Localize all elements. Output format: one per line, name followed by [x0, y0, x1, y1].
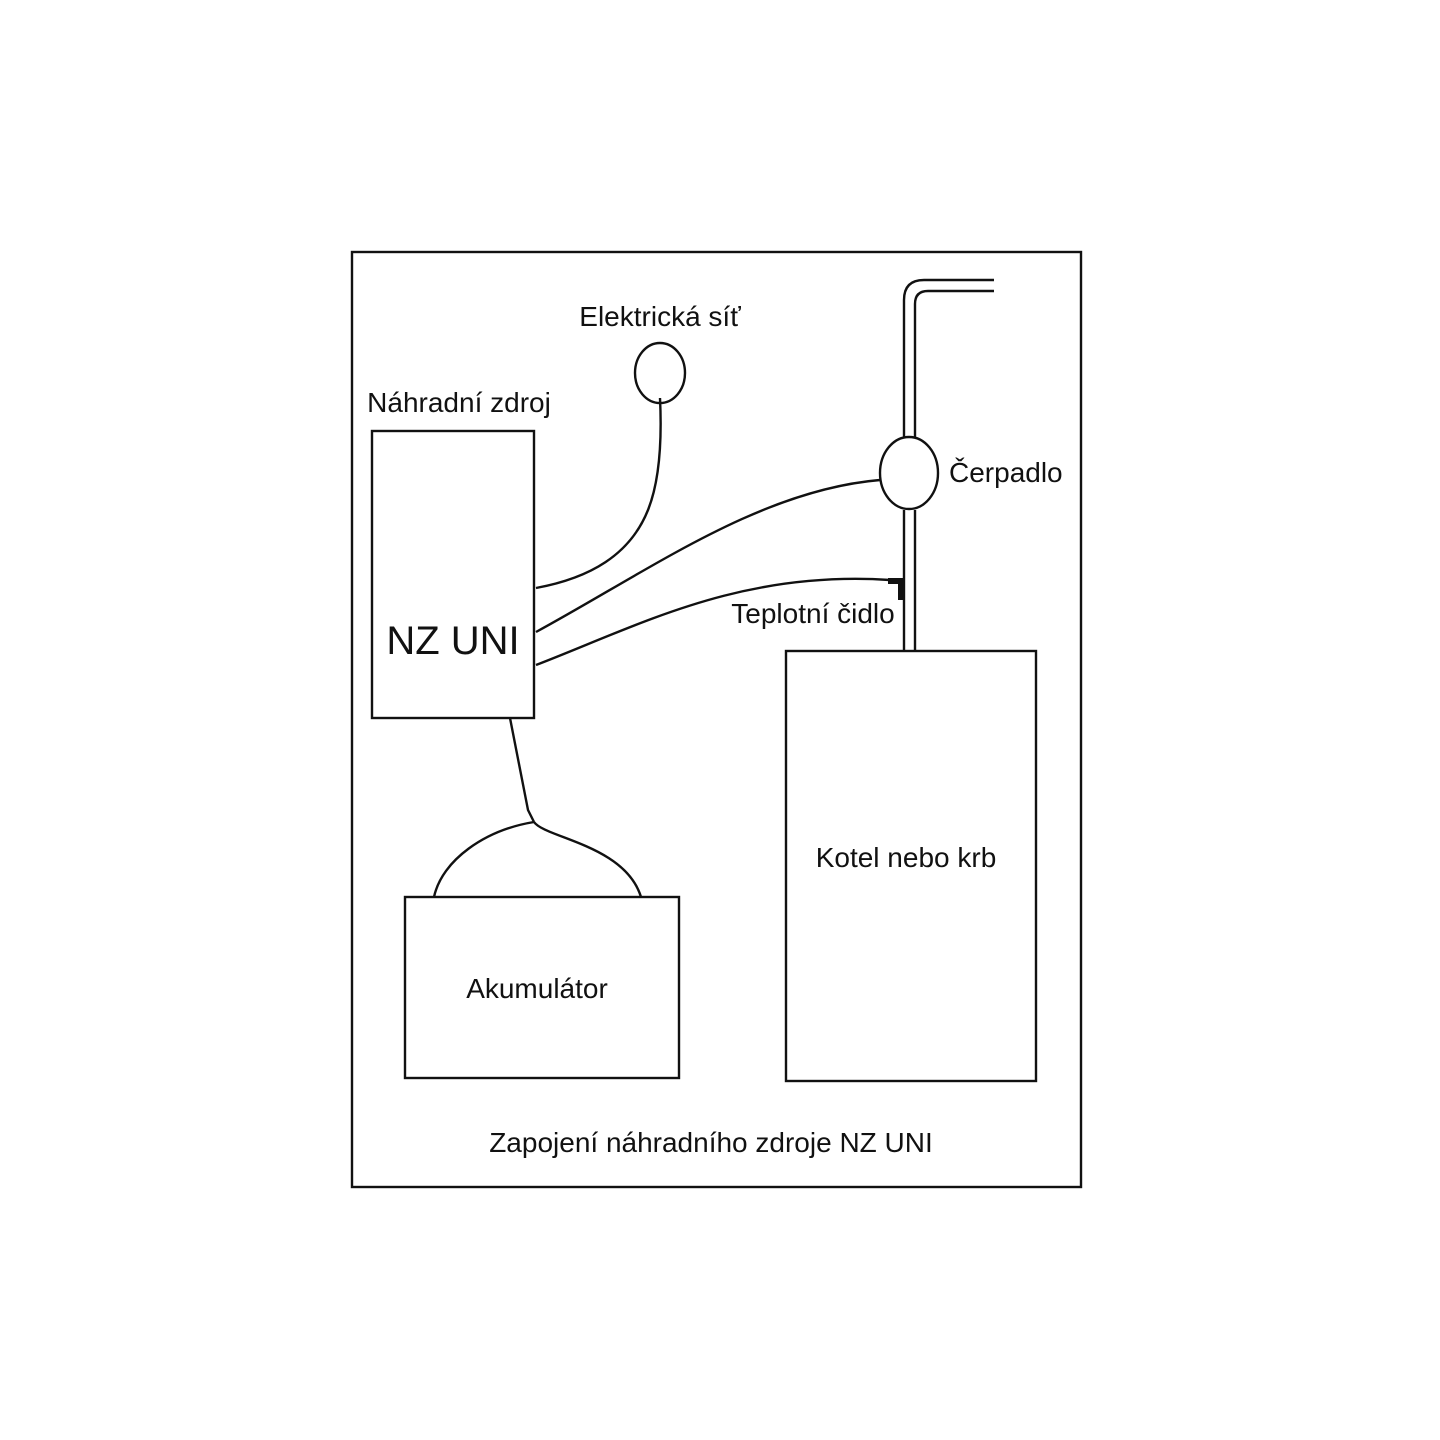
diagram-caption: Zapojení náhradního zdroje NZ UNI — [489, 1127, 933, 1158]
temperature-sensor-icon — [888, 578, 904, 600]
battery-cable — [508, 717, 536, 823]
grid-label: Elektrická síť — [579, 301, 741, 332]
pump-icon — [878, 435, 940, 511]
backup-source-box — [370, 429, 536, 720]
battery-box — [403, 895, 681, 1080]
pump-cable — [535, 478, 881, 634]
pump-label: Čerpadlo — [949, 457, 1063, 488]
boiler-box — [784, 649, 1038, 1083]
battery-label: Akumulátor — [466, 973, 608, 1004]
boiler-label: Kotel nebo krb — [816, 842, 997, 873]
cables — [432, 397, 891, 898]
battery-lead-right — [533, 821, 643, 898]
backup-source-label: Náhradní zdroj — [367, 387, 551, 418]
sensor-label: Teplotní čidlo — [731, 598, 894, 629]
mains-socket-icon — [633, 341, 687, 405]
battery-lead-left — [432, 820, 535, 898]
mains-cable — [535, 397, 662, 590]
unit-label: NZ UNI — [386, 619, 519, 663]
sensor-cable — [535, 577, 891, 667]
diagram-frame — [350, 250, 1083, 1189]
